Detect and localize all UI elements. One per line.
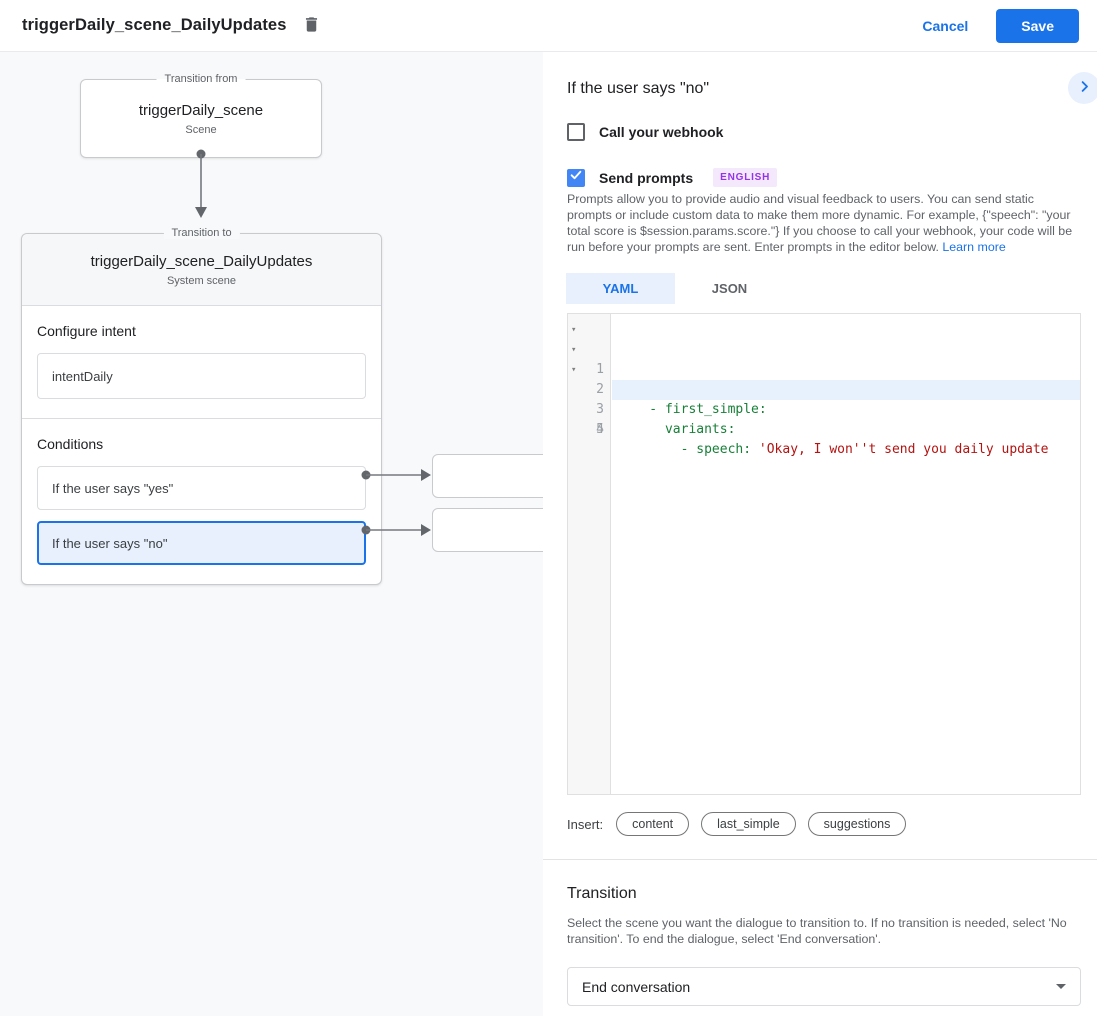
save-button[interactable]: Save <box>996 8 1079 43</box>
transition-select-value: End conversation <box>582 978 691 995</box>
to-scene-header: triggerDaily_scene_DailyUpdates System s… <box>22 234 381 306</box>
conditions-section: Conditions If the user says "yes" If the… <box>22 418 381 584</box>
from-scene-type: Scene <box>185 123 217 136</box>
top-bar: triggerDaily_scene_DailyUpdates Cancel S… <box>0 0 1097 52</box>
prompts-description-text: Prompts allow you to provide audio and v… <box>567 192 1073 254</box>
fold-icon[interactable]: ▾ <box>571 345 577 355</box>
transition-from-legend: Transition from <box>156 73 246 85</box>
line-number: 5 <box>596 422 604 437</box>
from-scene-name: triggerDaily_scene <box>138 101 264 119</box>
condition-editor-panel: If the user says "no" Call your webhook … <box>543 52 1097 1016</box>
conditions-label: Conditions <box>37 436 104 452</box>
call-webhook-label[interactable]: Call your webhook <box>599 124 724 140</box>
insert-chip-last-simple[interactable]: last_simple <box>701 812 796 836</box>
line-number: 2 <box>596 382 604 397</box>
transition-to-legend: Transition to <box>163 227 240 239</box>
condition-label: If the user says "yes" <box>52 480 174 496</box>
panel-title: If the user says "no" <box>567 80 710 97</box>
send-prompts-checkbox[interactable] <box>567 168 585 187</box>
page-title: triggerDaily_scene_DailyUpdates <box>22 16 287 34</box>
call-webhook-checkbox[interactable] <box>567 123 585 141</box>
code-line: ▾ 3 variants: <box>568 360 1080 437</box>
collapse-panel-button[interactable] <box>1068 72 1097 104</box>
line-number: 3 <box>596 402 604 417</box>
intent-name: intentDaily <box>52 368 113 384</box>
fold-icon[interactable]: ▾ <box>571 365 577 375</box>
editor-gutter <box>568 314 611 794</box>
configure-intent-section: Configure intent intentDaily <box>22 306 381 418</box>
code-line-active: 4 - speech: 'Okay, I won''t send you dai… <box>568 380 1080 457</box>
scene-graph-canvas[interactable]: Transition from triggerDaily_scene Scene… <box>0 52 543 1016</box>
code-line: ▾ 2 - first_simple: <box>568 340 1080 417</box>
condition-item-no[interactable]: If the user says "no" <box>37 521 366 565</box>
line-number: 4 <box>596 422 604 437</box>
transition-description: Select the scene you want the dialogue t… <box>567 916 1067 946</box>
chevron-right-icon <box>1077 79 1092 97</box>
configure-intent-label: Configure intent <box>37 323 136 339</box>
learn-more-link[interactable]: Learn more <box>942 240 1006 254</box>
condition-item-yes[interactable]: If the user says "yes" <box>37 466 366 510</box>
line-number: 1 <box>596 362 604 377</box>
condition-target-node[interactable] <box>432 454 543 498</box>
to-scene-name: triggerDaily_scene_DailyUpdates <box>90 252 313 270</box>
transition-from-node[interactable]: Transition from triggerDaily_scene Scene <box>80 73 322 158</box>
cancel-button[interactable]: Cancel <box>922 17 969 34</box>
editor-format-tabs: YAML JSON <box>566 273 784 304</box>
transition-section-title: Transition <box>567 885 637 902</box>
section-divider <box>543 859 1097 860</box>
fold-icon[interactable]: ▾ <box>571 325 577 335</box>
transition-to-card[interactable]: Transition to triggerDaily_scene_DailyUp… <box>21 227 382 585</box>
insert-chip-suggestions[interactable]: suggestions <box>807 812 907 836</box>
insert-label: Insert: <box>567 816 604 832</box>
insert-toolbar: Insert: content last_simple suggestions <box>567 812 918 836</box>
tab-yaml[interactable]: YAML <box>566 273 675 304</box>
condition-target-node[interactable] <box>432 508 543 552</box>
delete-scene-button[interactable] <box>302 14 321 38</box>
check-icon <box>569 168 583 187</box>
trash-icon <box>302 14 321 38</box>
transition-select[interactable]: End conversation <box>567 967 1081 1006</box>
intent-item[interactable]: intentDaily <box>37 353 366 399</box>
to-scene-type: System scene <box>166 274 237 287</box>
code-line: ▾ 1 candidates: <box>568 320 1080 397</box>
condition-label: If the user says "no" <box>52 535 168 551</box>
send-prompts-label[interactable]: Send prompts <box>599 169 694 186</box>
code-line: 5 <box>568 400 1080 437</box>
language-badge: ENGLISH <box>713 168 778 187</box>
tab-json[interactable]: JSON <box>675 273 784 304</box>
prompts-description: Prompts allow you to provide audio and v… <box>567 191 1082 255</box>
insert-chip-content[interactable]: content <box>616 812 690 836</box>
dropdown-caret-icon <box>1056 984 1066 989</box>
prompt-code-editor[interactable]: ▾ 1 candidates: ▾ 2 - first_simple: ▾ 3 … <box>567 313 1081 795</box>
